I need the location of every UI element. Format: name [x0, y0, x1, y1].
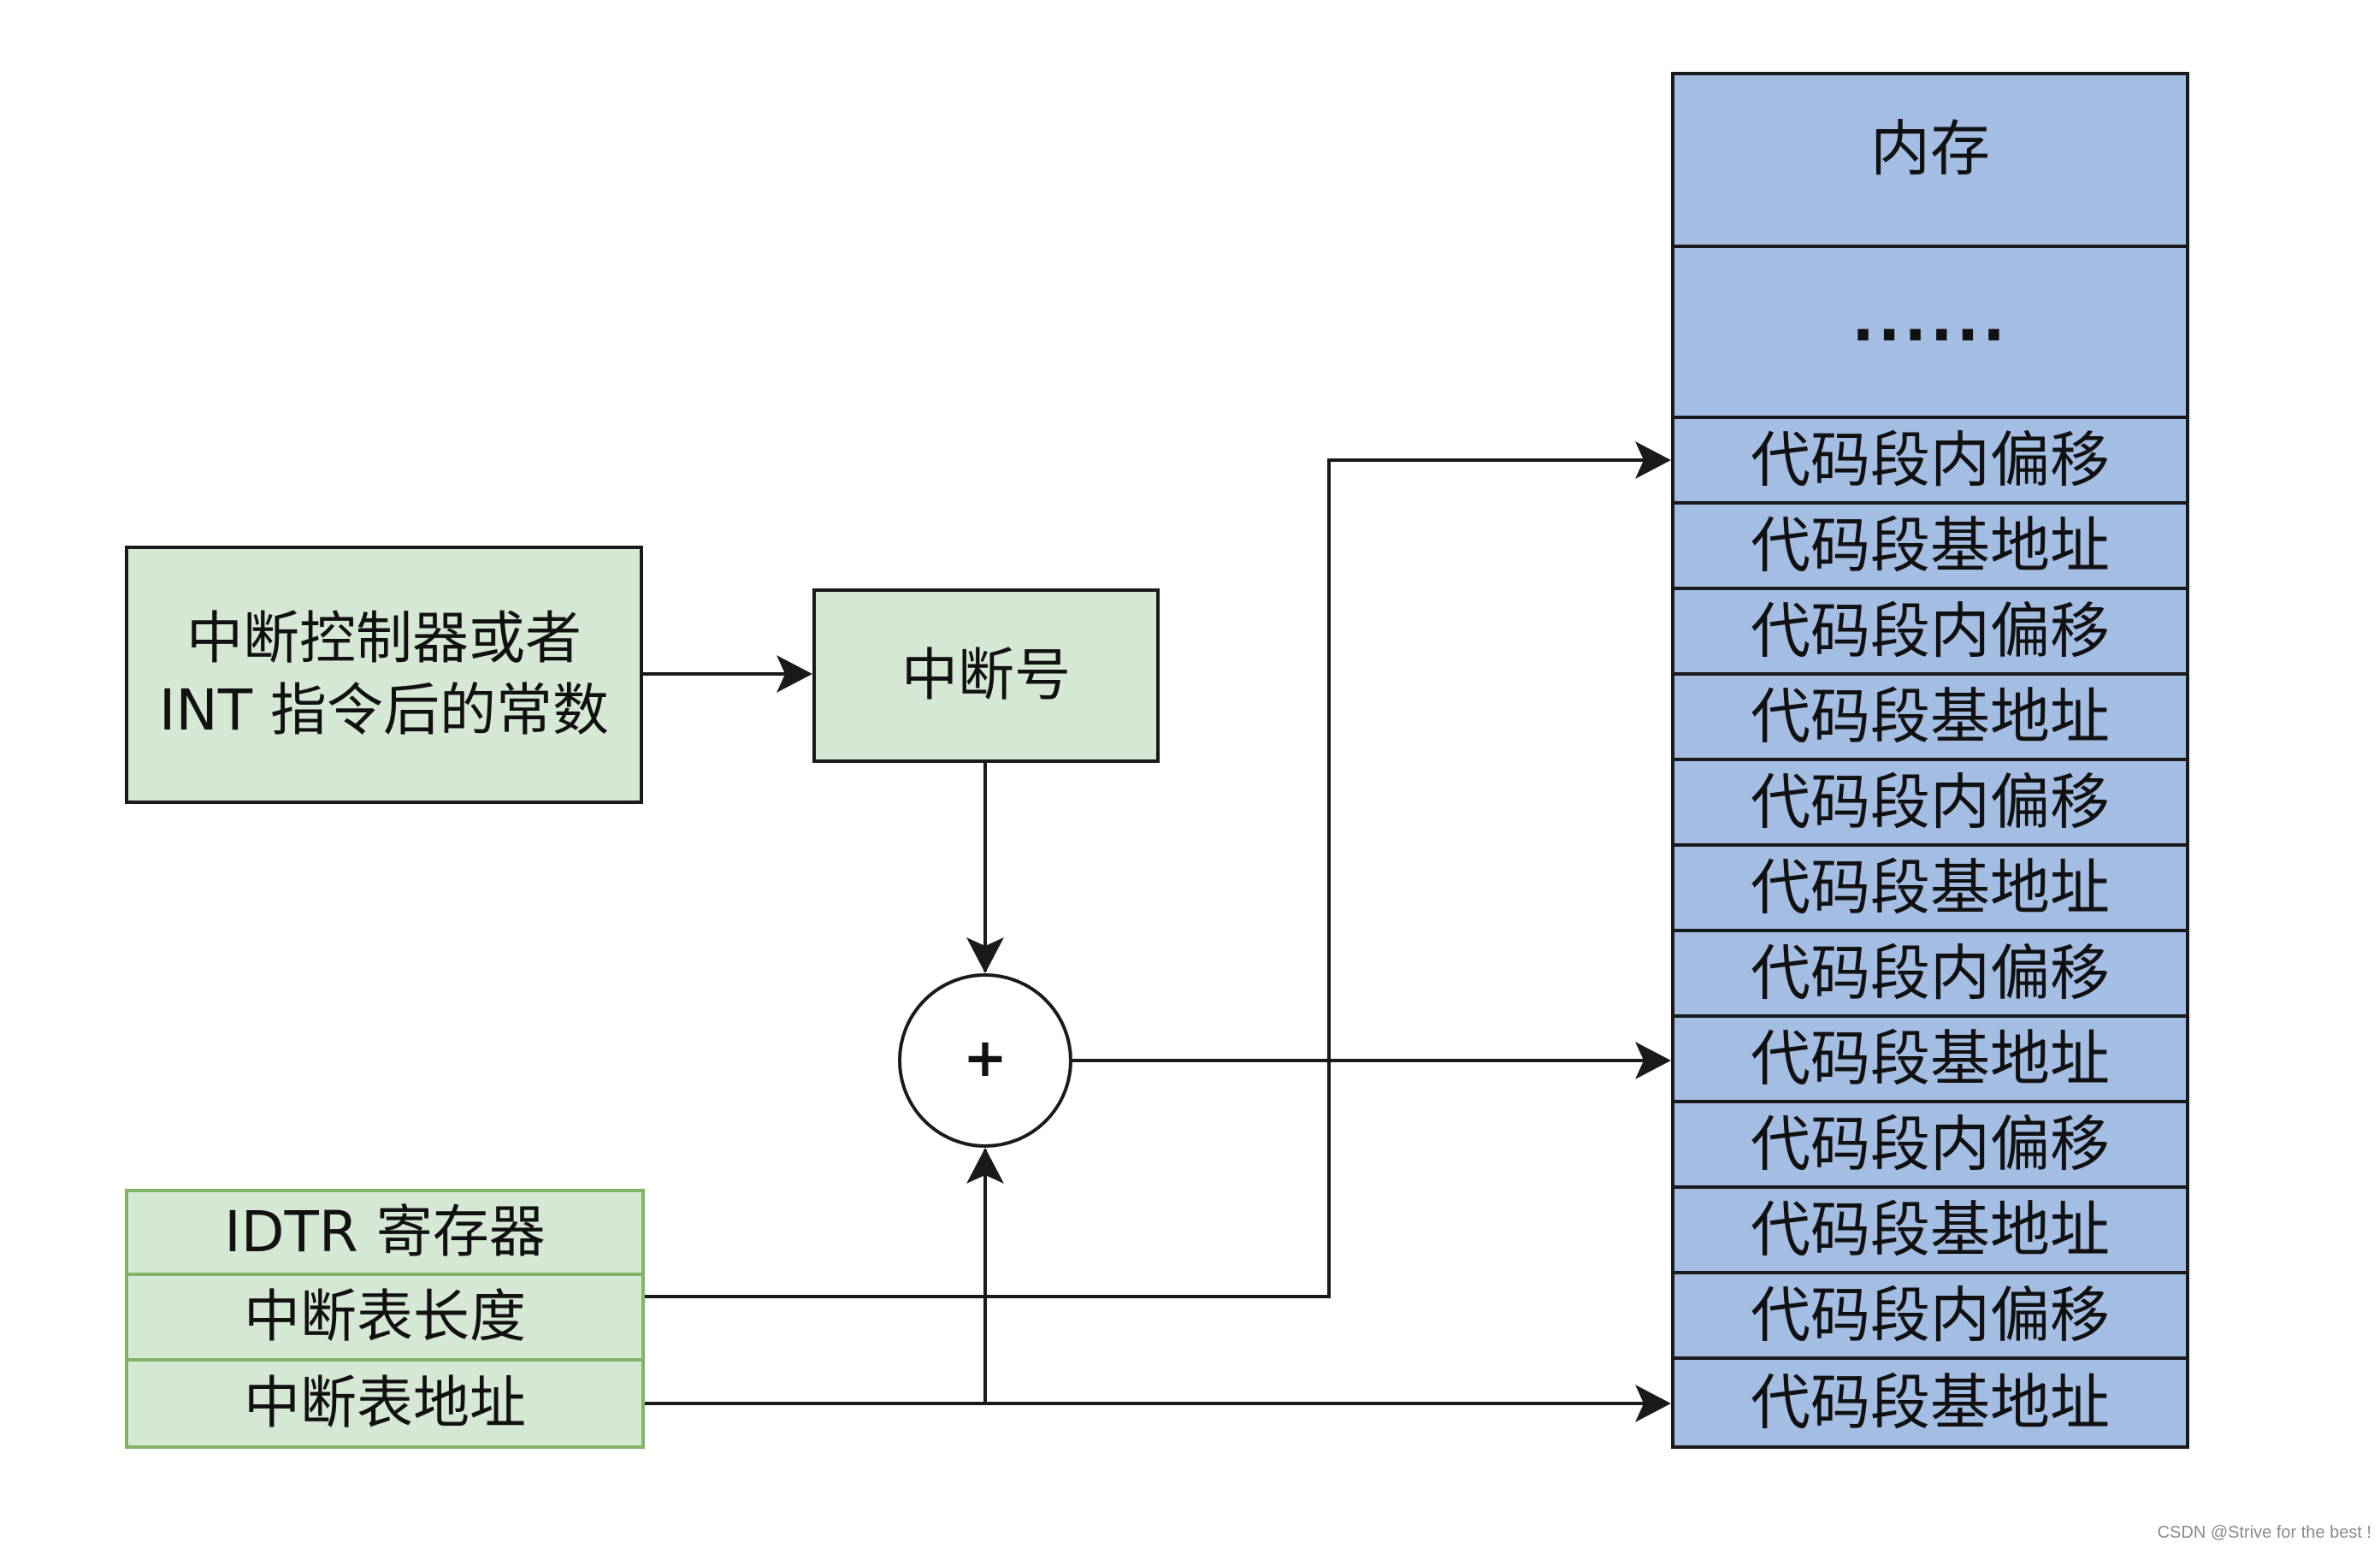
memory-row: 代码段内偏移 [1671, 1100, 2189, 1189]
memory-ellipsis: ...... [1851, 285, 2009, 355]
memory-row: 代码段基地址 [1671, 843, 2189, 932]
plus-symbol: + [963, 1025, 1007, 1089]
idtr-title-cell: IDTR 寄存器 [125, 1189, 645, 1276]
arrowhead-entry-row [1635, 1042, 1671, 1079]
memory-row-label: 代码段内偏移 [1751, 767, 2110, 837]
memory-row: 代码段基地址 [1671, 1014, 2189, 1103]
memory-row-label: 代码段内偏移 [1751, 1280, 2110, 1350]
memory-title: 内存 [1870, 114, 1990, 184]
memory-row-label: 代码段内偏移 [1751, 938, 2110, 1008]
memory-title-cell: 内存 [1671, 72, 2189, 248]
memory-row: 代码段基地址 [1671, 1356, 2189, 1449]
memory-row-label: 代码段基地址 [1751, 1024, 2110, 1094]
watermark: CSDN @Strive for the best ! [2157, 1523, 2371, 1542]
memory-row-label: 代码段基地址 [1751, 511, 2110, 581]
memory-row-label: 代码段内偏移 [1751, 425, 2110, 495]
arrowhead-offset-row [1635, 441, 1671, 479]
memory-row-label: 代码段基地址 [1751, 682, 2110, 752]
idtr-address: 中断表地址 [244, 1370, 526, 1436]
memory-row: 代码段内偏移 [1671, 929, 2189, 1018]
interrupt-vector-box: 中断号 [812, 588, 1160, 763]
arrowhead-adder-top [966, 937, 1004, 973]
arrowhead-adder-bottom [966, 1148, 1004, 1184]
memory-row: 代码段基地址 [1671, 1185, 2189, 1274]
memory-row: 代码段内偏移 [1671, 416, 2189, 505]
adder-node: + [898, 973, 1072, 1148]
memory-row: 代码段内偏移 [1671, 1271, 2189, 1360]
arrowhead-vector [777, 655, 812, 693]
memory-ellipsis-cell: ...... [1671, 245, 2189, 419]
idtr-title: IDTR 寄存器 [224, 1199, 546, 1265]
memory-row: 代码段基地址 [1671, 672, 2189, 761]
interrupt-vector-label: 中断号 [901, 642, 1071, 708]
arrow-length-to-offset [643, 458, 1668, 1298]
memory-row: 代码段基地址 [1671, 501, 2189, 590]
memory-row-label: 代码段基地址 [1751, 1368, 2110, 1438]
idtr-length: 中断表长度 [244, 1284, 526, 1350]
idtr-length-cell: 中断表长度 [125, 1273, 645, 1362]
memory-row-label: 代码段基地址 [1751, 853, 2110, 923]
memory-row: 代码段内偏移 [1671, 587, 2189, 676]
interrupt-source-label: 中断控制器或者 INT 指令后的常数 [158, 606, 610, 743]
arrowhead-last-row [1635, 1385, 1671, 1422]
memory-row-label: 代码段基地址 [1751, 1195, 2110, 1265]
memory-row-label: 代码段内偏移 [1751, 596, 2110, 666]
interrupt-source-box: 中断控制器或者 INT 指令后的常数 [125, 546, 643, 804]
idtr-address-cell: 中断表地址 [125, 1358, 645, 1449]
memory-row: 代码段内偏移 [1671, 758, 2189, 847]
memory-row-label: 代码段内偏移 [1751, 1109, 2110, 1179]
